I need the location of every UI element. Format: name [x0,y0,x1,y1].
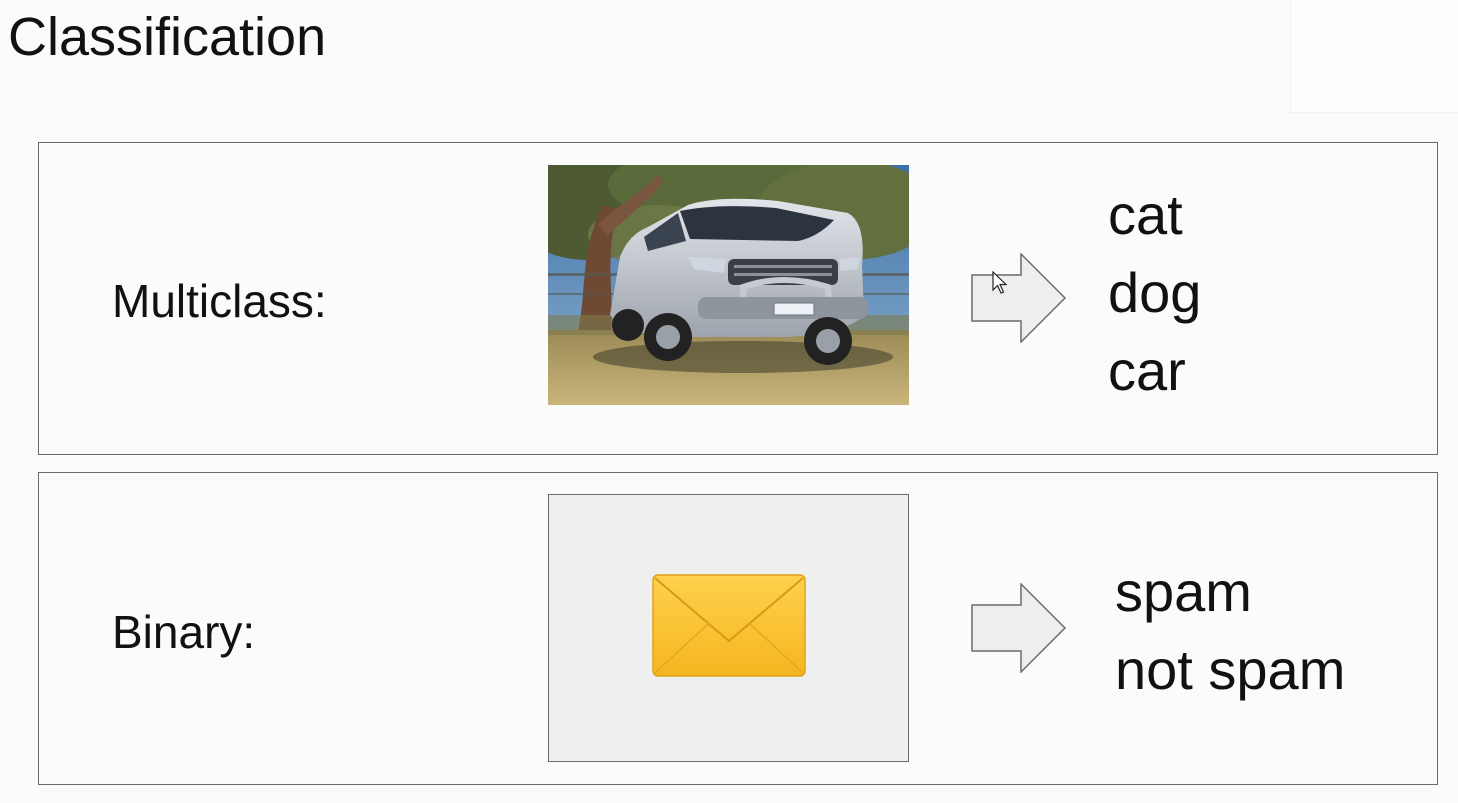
class-label-not-spam: not spam [1115,638,1346,701]
class-label-spam: spam [1115,560,1252,623]
class-label-car: car [1108,339,1186,402]
envelope-icon [652,574,806,677]
multiclass-label: Multiclass: [112,275,327,327]
corner-overlay [1290,0,1458,113]
arrow-right-icon [971,583,1067,673]
binary-panel: Binary: spam not spam [38,472,1438,785]
binary-label: Binary: [112,606,256,658]
arrow-right-icon [971,253,1067,343]
binary-output-list: spam not spam [1115,553,1345,709]
slide-title: Classification [8,7,327,67]
multiclass-panel: Multiclass: [38,142,1438,455]
class-label-cat: cat [1108,183,1183,246]
email-image-frame [548,494,909,762]
truck-photo [548,165,909,405]
mouse-cursor-icon [992,271,1008,294]
multiclass-output-list: cat dog car [1108,176,1201,410]
class-label-dog: dog [1108,261,1202,324]
